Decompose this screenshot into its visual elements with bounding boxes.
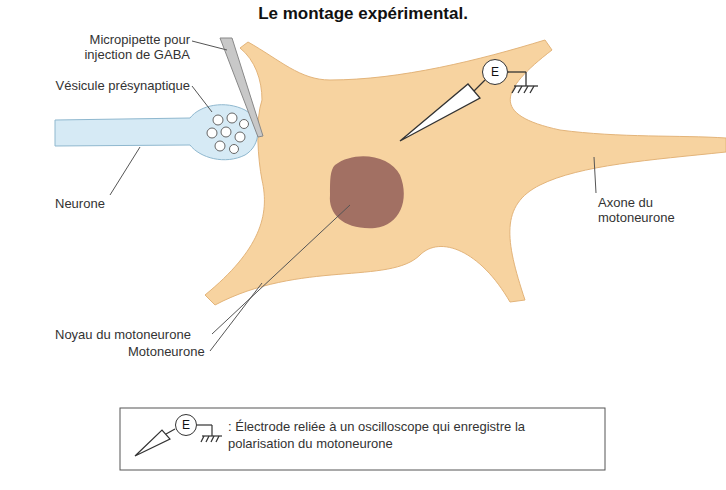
- axon-label: Axone du motoneurone: [598, 195, 716, 225]
- electrode-circle: E: [482, 59, 508, 85]
- ground-symbol: [508, 72, 538, 93]
- presynaptic-neuron: [55, 105, 258, 160]
- electrode-circle: E: [175, 414, 197, 436]
- motoneuron-body: [205, 40, 726, 305]
- nucleus: [330, 156, 404, 228]
- micropipette: [220, 38, 263, 137]
- motoneuron-label: Motoneurone: [128, 344, 228, 359]
- nucleus-label: Noyau du motoneurone: [55, 327, 215, 342]
- pipette-label: Micropipette pour injection de GABA: [58, 32, 190, 62]
- vesicles: [207, 113, 249, 154]
- electrode: [400, 84, 480, 141]
- neuron-label: Neurone: [55, 196, 135, 211]
- electrode-letter: E: [182, 418, 190, 432]
- legend-ground: [197, 425, 222, 442]
- legend-box: [120, 408, 605, 470]
- vesicle-label: Vésicule présynaptique: [30, 78, 190, 93]
- diagram-title: Le montage expérimental.: [0, 4, 726, 24]
- legend-text: : Électrode reliée à un oscilloscope qui…: [228, 418, 593, 452]
- legend-electrode: [135, 430, 170, 456]
- electrode-letter: E: [491, 65, 499, 79]
